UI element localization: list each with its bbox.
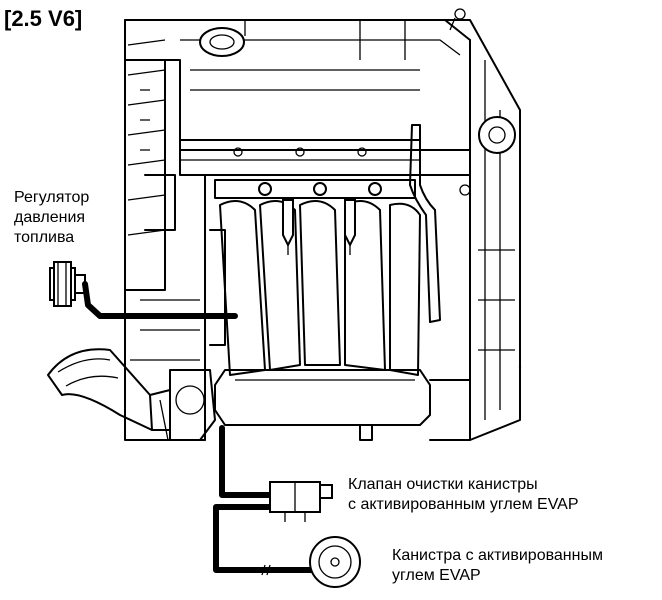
regulator-vacuum-hose	[82, 281, 238, 319]
front-cylinder-head	[179, 139, 471, 441]
canister-icon	[261, 536, 361, 588]
intake-plenum	[214, 369, 431, 441]
throttle-body	[149, 369, 216, 441]
purge-valve-icon	[269, 481, 333, 522]
fuel-pressure-regulator-icon	[49, 261, 86, 307]
intake-manifold	[209, 199, 421, 376]
purge-hose-lower	[213, 504, 317, 573]
purge-valve-label: Клапан очистки канистры с активированным…	[348, 476, 579, 513]
coolant-pipe	[409, 124, 441, 323]
engine-tag: [2.5 V6]	[4, 6, 83, 31]
purge-hose-upper	[219, 425, 276, 498]
valve-cover	[124, 8, 471, 151]
canister-label: Канистра с активированным углем EVAP	[392, 547, 603, 584]
air-intake-duct	[47, 348, 153, 431]
fuel-rail	[214, 179, 416, 199]
fuel-pressure-regulator-label: Регулятор давления топлива	[14, 189, 90, 246]
timing-cover	[439, 19, 521, 441]
exhaust-manifold	[124, 19, 176, 291]
